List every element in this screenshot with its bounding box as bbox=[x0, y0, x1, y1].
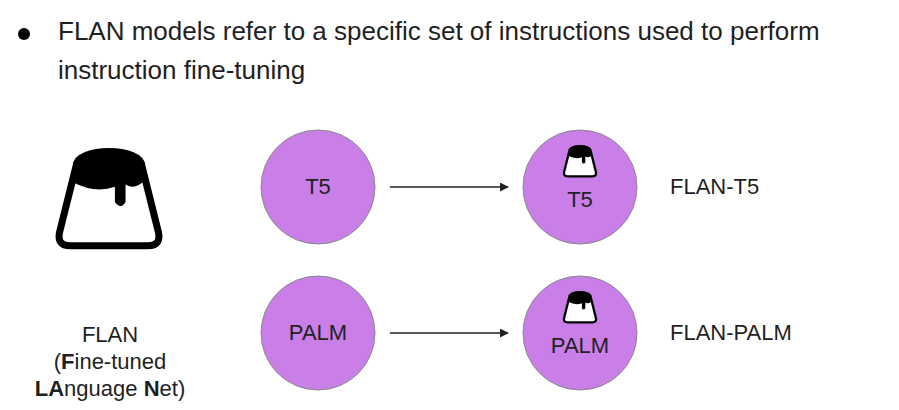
model-name: FLAN-T5 bbox=[670, 173, 870, 201]
model-name: T5 bbox=[567, 187, 593, 213]
bullet-dot bbox=[18, 28, 30, 40]
flan-pudding-icon bbox=[564, 292, 596, 322]
model-circle: T5 bbox=[260, 129, 376, 245]
arrow-connector bbox=[390, 332, 508, 334]
model-circle: T5 bbox=[522, 129, 638, 245]
circle-content: T5 bbox=[260, 129, 376, 245]
flan-expansion: (Fine-tuned LAnguage Net) bbox=[30, 348, 190, 402]
circle-content: T5 bbox=[522, 129, 638, 245]
circle-content: PALM bbox=[522, 275, 638, 391]
model-circle: PALM bbox=[260, 275, 376, 391]
model-circle: PALM bbox=[522, 275, 638, 391]
bullet-text: FLAN models refer to a specific set of i… bbox=[58, 12, 888, 90]
flan-pudding-icon bbox=[564, 146, 596, 176]
model-name: PALM bbox=[289, 320, 347, 346]
model-name: FLAN-PALM bbox=[670, 319, 870, 347]
circle-content: PALM bbox=[260, 275, 376, 391]
arrow-connector bbox=[390, 186, 508, 188]
flan-name: FLAN bbox=[30, 321, 190, 348]
model-name: T5 bbox=[305, 174, 331, 200]
model-name: PALM bbox=[551, 333, 609, 359]
flan-pudding-icon bbox=[59, 152, 159, 246]
